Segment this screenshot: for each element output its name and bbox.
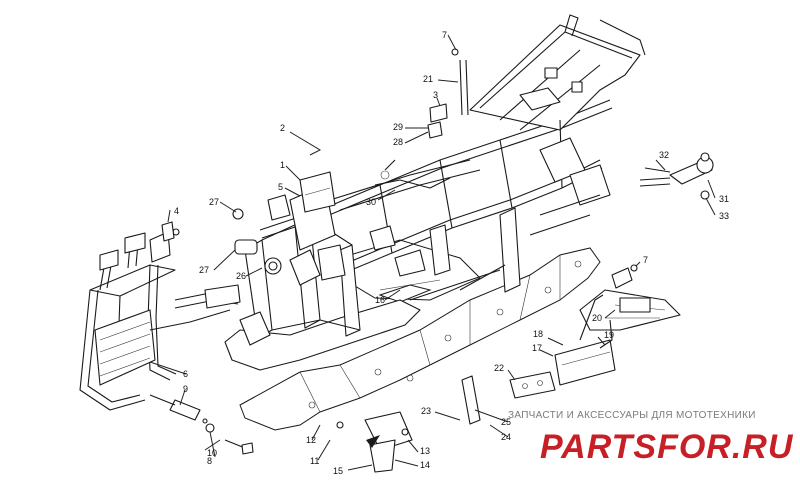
leader-lines (149, 34, 716, 471)
rear-footrest (461, 267, 681, 425)
callout-27-lower: 27 (199, 265, 209, 275)
callout-5: 5 (278, 182, 283, 192)
front-bumper (79, 231, 241, 421)
main-frame (224, 14, 646, 371)
callouts: 2 1 3 4 5 6 7 7 8 9 10 11 12 13 14 15 16… (174, 30, 729, 476)
callout-7-right: 7 (643, 255, 648, 265)
callout-31: 31 (719, 194, 729, 204)
watermark-tagline: ЗАПЧАСТИ И АКСЕССУАРЫ ДЛЯ МОТОТЕХНИКИ (508, 410, 756, 421)
callout-14: 14 (420, 460, 430, 470)
callout-9: 9 (183, 384, 188, 394)
callout-18: 18 (533, 329, 543, 339)
callout-26: 26 (236, 271, 246, 281)
callout-24: 24 (501, 432, 511, 442)
callout-28: 28 (393, 137, 403, 147)
skid-plate-large (239, 247, 601, 431)
callout-29: 29 (393, 122, 403, 132)
callout-25: 25 (501, 417, 511, 427)
callout-15: 15 (333, 466, 343, 476)
callout-27-upper: 27 (209, 197, 219, 207)
callout-19: 19 (604, 330, 614, 340)
trailer-hitch (639, 152, 714, 200)
callout-32: 32 (659, 150, 669, 160)
callout-11: 11 (310, 456, 319, 466)
callout-6: 6 (183, 369, 188, 379)
callout-4: 4 (174, 206, 179, 216)
callout-7-top: 7 (442, 30, 447, 40)
callout-12: 12 (306, 435, 316, 445)
callout-8: 8 (207, 456, 212, 466)
callout-10: 10 (207, 448, 217, 458)
callout-20: 20 (592, 313, 602, 323)
callout-3: 3 (433, 90, 438, 100)
callout-13: 13 (420, 446, 430, 456)
callout-22: 22 (494, 363, 504, 373)
watermark: ЗАПЧАСТИ И АКСЕССУАРЫ ДЛЯ МОТОТЕХНИКИ PA… (508, 410, 794, 466)
watermark-logo: PARTSFOR.RU (540, 428, 794, 466)
callout-2: 2 (280, 123, 285, 133)
callout-23: 23 (421, 406, 431, 416)
callout-33: 33 (719, 211, 729, 221)
hardware (161, 48, 638, 455)
callout-1: 1 (280, 160, 285, 170)
lower-bracket (336, 411, 413, 473)
callout-17: 17 (532, 343, 542, 353)
callout-16: 16 (375, 295, 385, 305)
callout-21: 21 (423, 74, 433, 84)
callout-30: 30 (366, 197, 376, 207)
